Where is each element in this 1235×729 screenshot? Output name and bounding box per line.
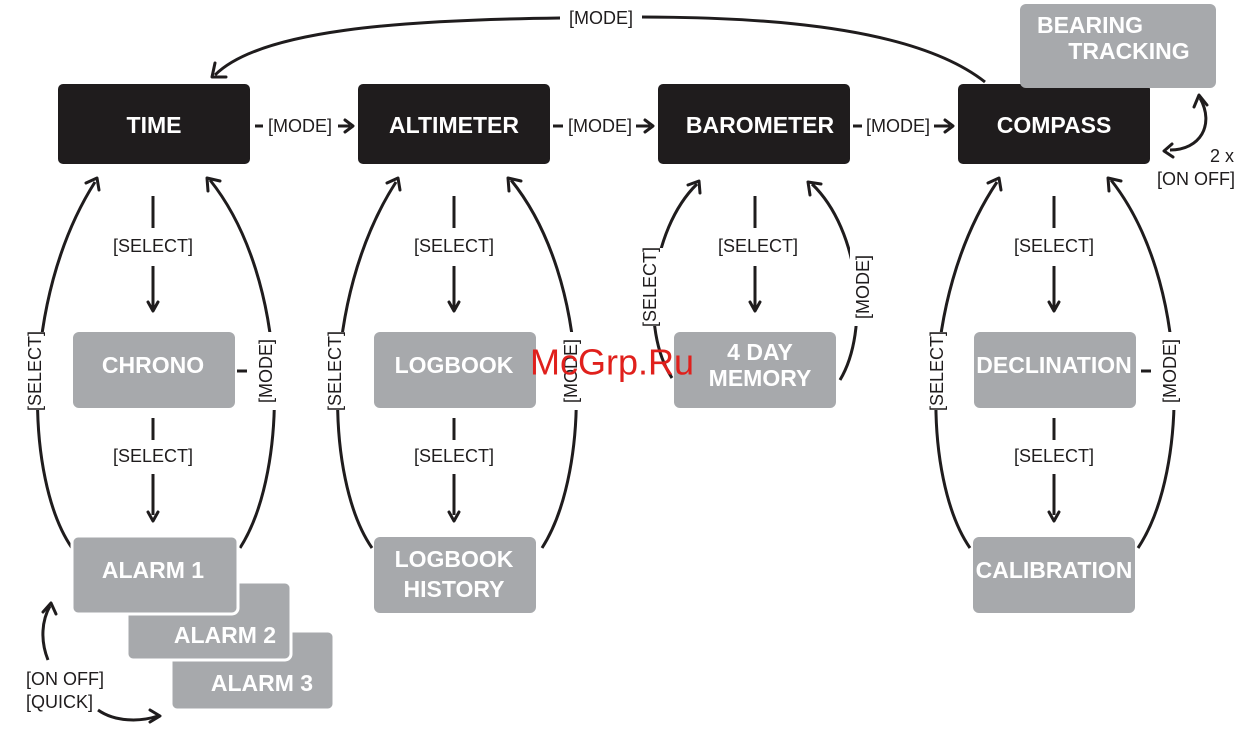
calibration-box: CALIBRATION (973, 537, 1135, 613)
time-box: TIME (58, 84, 250, 164)
bearing-tracking-line2: TRACKING (1068, 38, 1189, 64)
chrono-label: CHRONO (102, 352, 204, 378)
alarm3-label: ALARM 3 (211, 670, 313, 696)
mode-label-alt-arc: [MODE] (561, 339, 581, 403)
select-label-alt-arc: [SELECT] (325, 331, 345, 411)
bearing-tracking-box: BEARING TRACKING (1020, 4, 1216, 88)
altimeter-column-connectors: [SELECT] [SELECT] [SELECT] [MODE] (322, 176, 584, 549)
compass-column-connectors: [SELECT] [SELECT] [SELECT] [MODE] 2 x [O… (924, 93, 1235, 549)
two-x-label: 2 x (1210, 146, 1234, 166)
mode-return-arrowhead (210, 61, 228, 79)
mode-label-baro-arc: [MODE] (853, 255, 873, 319)
four-day-memory-line2: MEMORY (709, 365, 812, 391)
time-label: TIME (127, 112, 182, 138)
logbook-history-line1: LOGBOOK (395, 546, 514, 572)
logbook-label: LOGBOOK (395, 352, 514, 378)
altimeter-label: ALTIMETER (389, 112, 519, 138)
watermark-text: McGrp.Ru (530, 342, 694, 383)
select-label-baro-arc: [SELECT] (640, 247, 660, 327)
on-off-label-alarm: [ON OFF] (26, 669, 104, 689)
select-label-time-1: [SELECT] (113, 236, 193, 256)
declination-box: DECLINATION (974, 332, 1136, 408)
mode-arrow-barometer-compass: [MODE] (853, 116, 955, 136)
alarm2-label: ALARM 2 (174, 622, 276, 648)
four-day-memory-box: 4 DAY MEMORY (674, 332, 836, 408)
barometer-box: BAROMETER (658, 84, 850, 164)
select-label-time-arc: [SELECT] (25, 331, 45, 411)
mode-return-label: [MODE] (569, 8, 633, 28)
quick-label-alarm: [QUICK] (26, 692, 93, 712)
select-label-compass-arc: [SELECT] (927, 331, 947, 411)
logbook-history-line2: HISTORY (404, 576, 505, 602)
mode-arrow-time-altimeter: [MODE] (255, 116, 355, 136)
compass-label: COMPASS (997, 112, 1112, 138)
bearing-tracking-line1: BEARING (1037, 12, 1143, 38)
chrono-box: CHRONO (73, 332, 235, 408)
compass-box: COMPASS (958, 84, 1150, 164)
mode-label-3: [MODE] (866, 116, 930, 136)
mode-arrow-altimeter-barometer: [MODE] (553, 116, 655, 136)
select-label-time-2: [SELECT] (113, 446, 193, 466)
select-label-baro-1: [SELECT] (718, 236, 798, 256)
on-off-label-compass: [ON OFF] (1157, 169, 1235, 189)
altimeter-box: ALTIMETER (358, 84, 550, 164)
mode-label-1: [MODE] (268, 116, 332, 136)
alarm1-label: ALARM 1 (102, 557, 204, 583)
select-label-alt-2: [SELECT] (414, 446, 494, 466)
time-column-connectors: [SELECT] [SELECT] [SELECT] [MODE] [ON OF… (22, 176, 279, 724)
mode-label-compass-arc: [MODE] (1160, 339, 1180, 403)
calibration-label: CALIBRATION (976, 557, 1133, 583)
mode-label-time-arc: [MODE] (256, 339, 276, 403)
select-label-compass-2: [SELECT] (1014, 446, 1094, 466)
four-day-memory-line1: 4 DAY (727, 339, 793, 365)
select-label-compass-1: [SELECT] (1014, 236, 1094, 256)
barometer-column-connectors: [SELECT] [SELECT] [MODE] (637, 179, 876, 381)
declination-label: DECLINATION (976, 352, 1131, 378)
logbook-history-box: LOGBOOK HISTORY (374, 537, 536, 613)
barometer-label: BAROMETER (686, 112, 835, 138)
alarm1-box: ALARM 1 (70, 534, 240, 616)
mode-label-2: [MODE] (568, 116, 632, 136)
select-label-alt-1: [SELECT] (414, 236, 494, 256)
logbook-box: LOGBOOK (374, 332, 536, 408)
